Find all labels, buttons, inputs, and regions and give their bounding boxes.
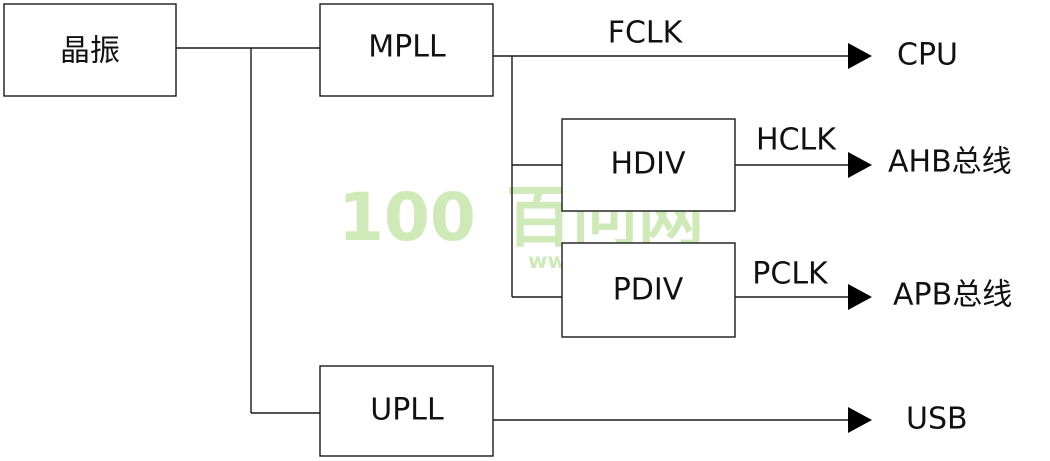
arrow-apb <box>848 284 872 310</box>
target-usb-label: USB <box>906 402 968 437</box>
block-hdiv-label: HDIV <box>610 147 686 182</box>
wires <box>176 47 850 421</box>
target-cpu-label: CPU <box>897 38 958 73</box>
watermark-logo: 100 <box>338 179 476 256</box>
block-mpll: MPLL <box>319 3 494 97</box>
signal-pclk-label: PCLK <box>752 257 829 292</box>
block-upll: UPLL <box>319 365 494 457</box>
arrowheads <box>848 43 872 433</box>
target-apb-label: APB总线 <box>893 278 1012 313</box>
block-pdiv-label: PDIV <box>613 273 684 308</box>
block-upll-label: UPLL <box>370 393 444 428</box>
block-crystal-label: 晶振 <box>60 34 120 69</box>
block-hdiv: HDIV <box>561 118 736 212</box>
signal-fclk-label: FCLK <box>608 16 684 51</box>
signal-hclk-label: HCLK <box>756 123 837 158</box>
block-crystal: 晶振 <box>3 3 177 97</box>
block-pdiv: PDIV <box>561 242 736 338</box>
arrow-ahb <box>848 152 872 178</box>
target-ahb-label: AHB总线 <box>888 145 1012 180</box>
block-mpll-label: MPLL <box>368 30 446 65</box>
arrow-cpu <box>848 43 872 69</box>
arrow-usb <box>848 407 872 433</box>
